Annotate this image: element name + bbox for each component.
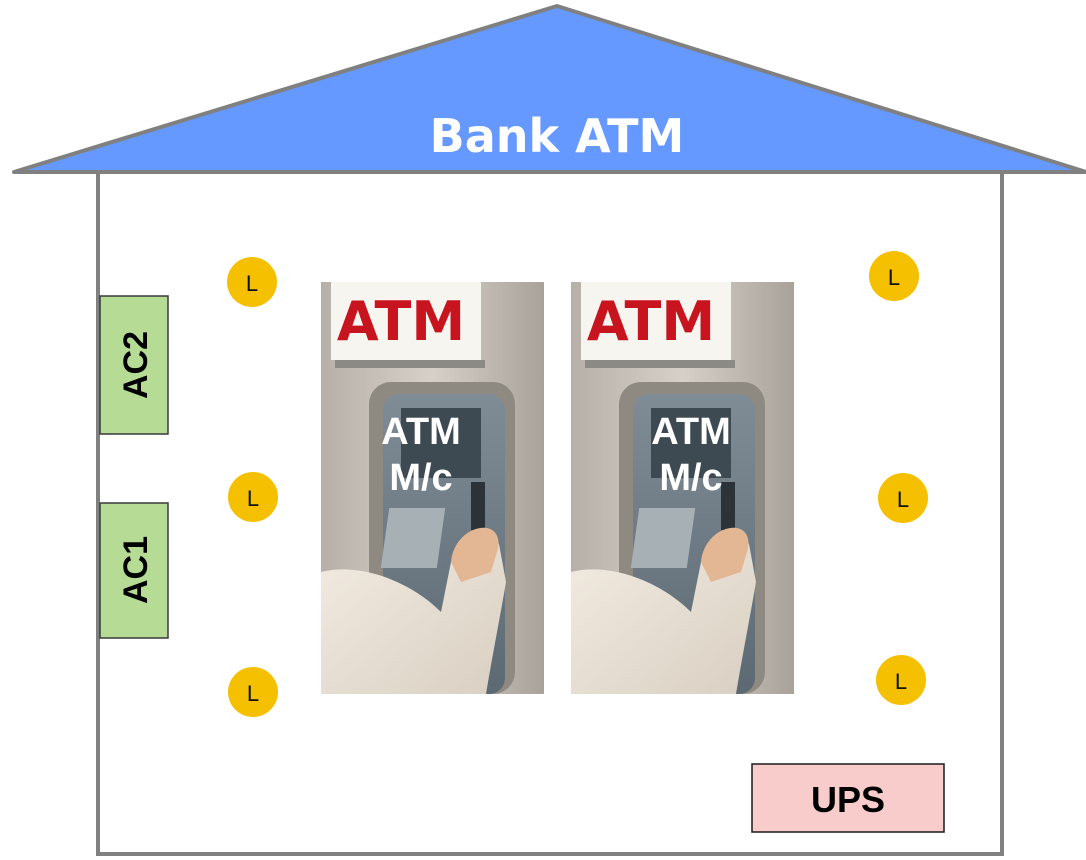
lamp: L xyxy=(227,257,277,307)
atm-sign-underline xyxy=(335,360,485,368)
atm-label: ATM xyxy=(381,411,461,453)
atm-sign xyxy=(331,282,481,360)
ac-unit-1-body xyxy=(99,502,169,639)
atm-card-slot xyxy=(471,482,485,530)
ups-label: UPS xyxy=(811,779,885,820)
atm-sign-underline xyxy=(585,360,735,368)
atm-label: ATM xyxy=(651,411,731,453)
atm-user-hand xyxy=(451,527,499,582)
roof: Bank ATM xyxy=(12,4,1086,174)
lamp: L xyxy=(228,667,278,717)
lamp-label: L xyxy=(897,487,909,512)
lamp: L xyxy=(869,251,919,301)
lamp-label: L xyxy=(246,271,258,296)
roof-shape xyxy=(12,4,1086,174)
ac-unit-1-label: AC1 xyxy=(117,536,155,604)
ac-unit-2: AC2 xyxy=(99,295,169,435)
atm-label: M/c xyxy=(389,457,452,499)
atm-screen xyxy=(651,408,731,478)
lamp: L xyxy=(878,473,928,523)
atm-sign-text: ATM xyxy=(587,290,715,353)
ac-unit-2-body xyxy=(99,295,169,435)
ac-unit-2-label: AC2 xyxy=(117,331,155,399)
lamp-label: L xyxy=(895,669,907,694)
lamp-label: L xyxy=(247,486,259,511)
lamp-label: L xyxy=(247,681,259,706)
atm-user-hand xyxy=(701,527,749,582)
lamp-circle xyxy=(878,473,928,523)
lamp-label: L xyxy=(888,265,900,290)
atm-machine-2: ATM ATM M/c xyxy=(571,282,794,694)
lamp-circle xyxy=(869,251,919,301)
ups-box xyxy=(751,763,945,833)
lamp: L xyxy=(876,655,926,705)
atm-sign-text: ATM xyxy=(337,290,465,353)
lamp-circle xyxy=(227,257,277,307)
atm-keypad xyxy=(380,508,446,568)
atm-label: M/c xyxy=(659,457,722,499)
building-title: Bank ATM xyxy=(430,109,685,163)
atm-sign xyxy=(581,282,731,360)
atm-screen xyxy=(401,408,481,478)
atm-machine-1: ATM ATM M/c xyxy=(321,282,544,694)
atm-keypad xyxy=(630,508,696,568)
ups-unit: UPS xyxy=(751,763,945,833)
atm-card-slot xyxy=(721,482,735,530)
lamp: L xyxy=(228,472,278,522)
lamp-circle xyxy=(876,655,926,705)
lamp-circle xyxy=(228,472,278,522)
ac-unit-1: AC1 xyxy=(99,502,169,639)
lamp-circle xyxy=(228,667,278,717)
